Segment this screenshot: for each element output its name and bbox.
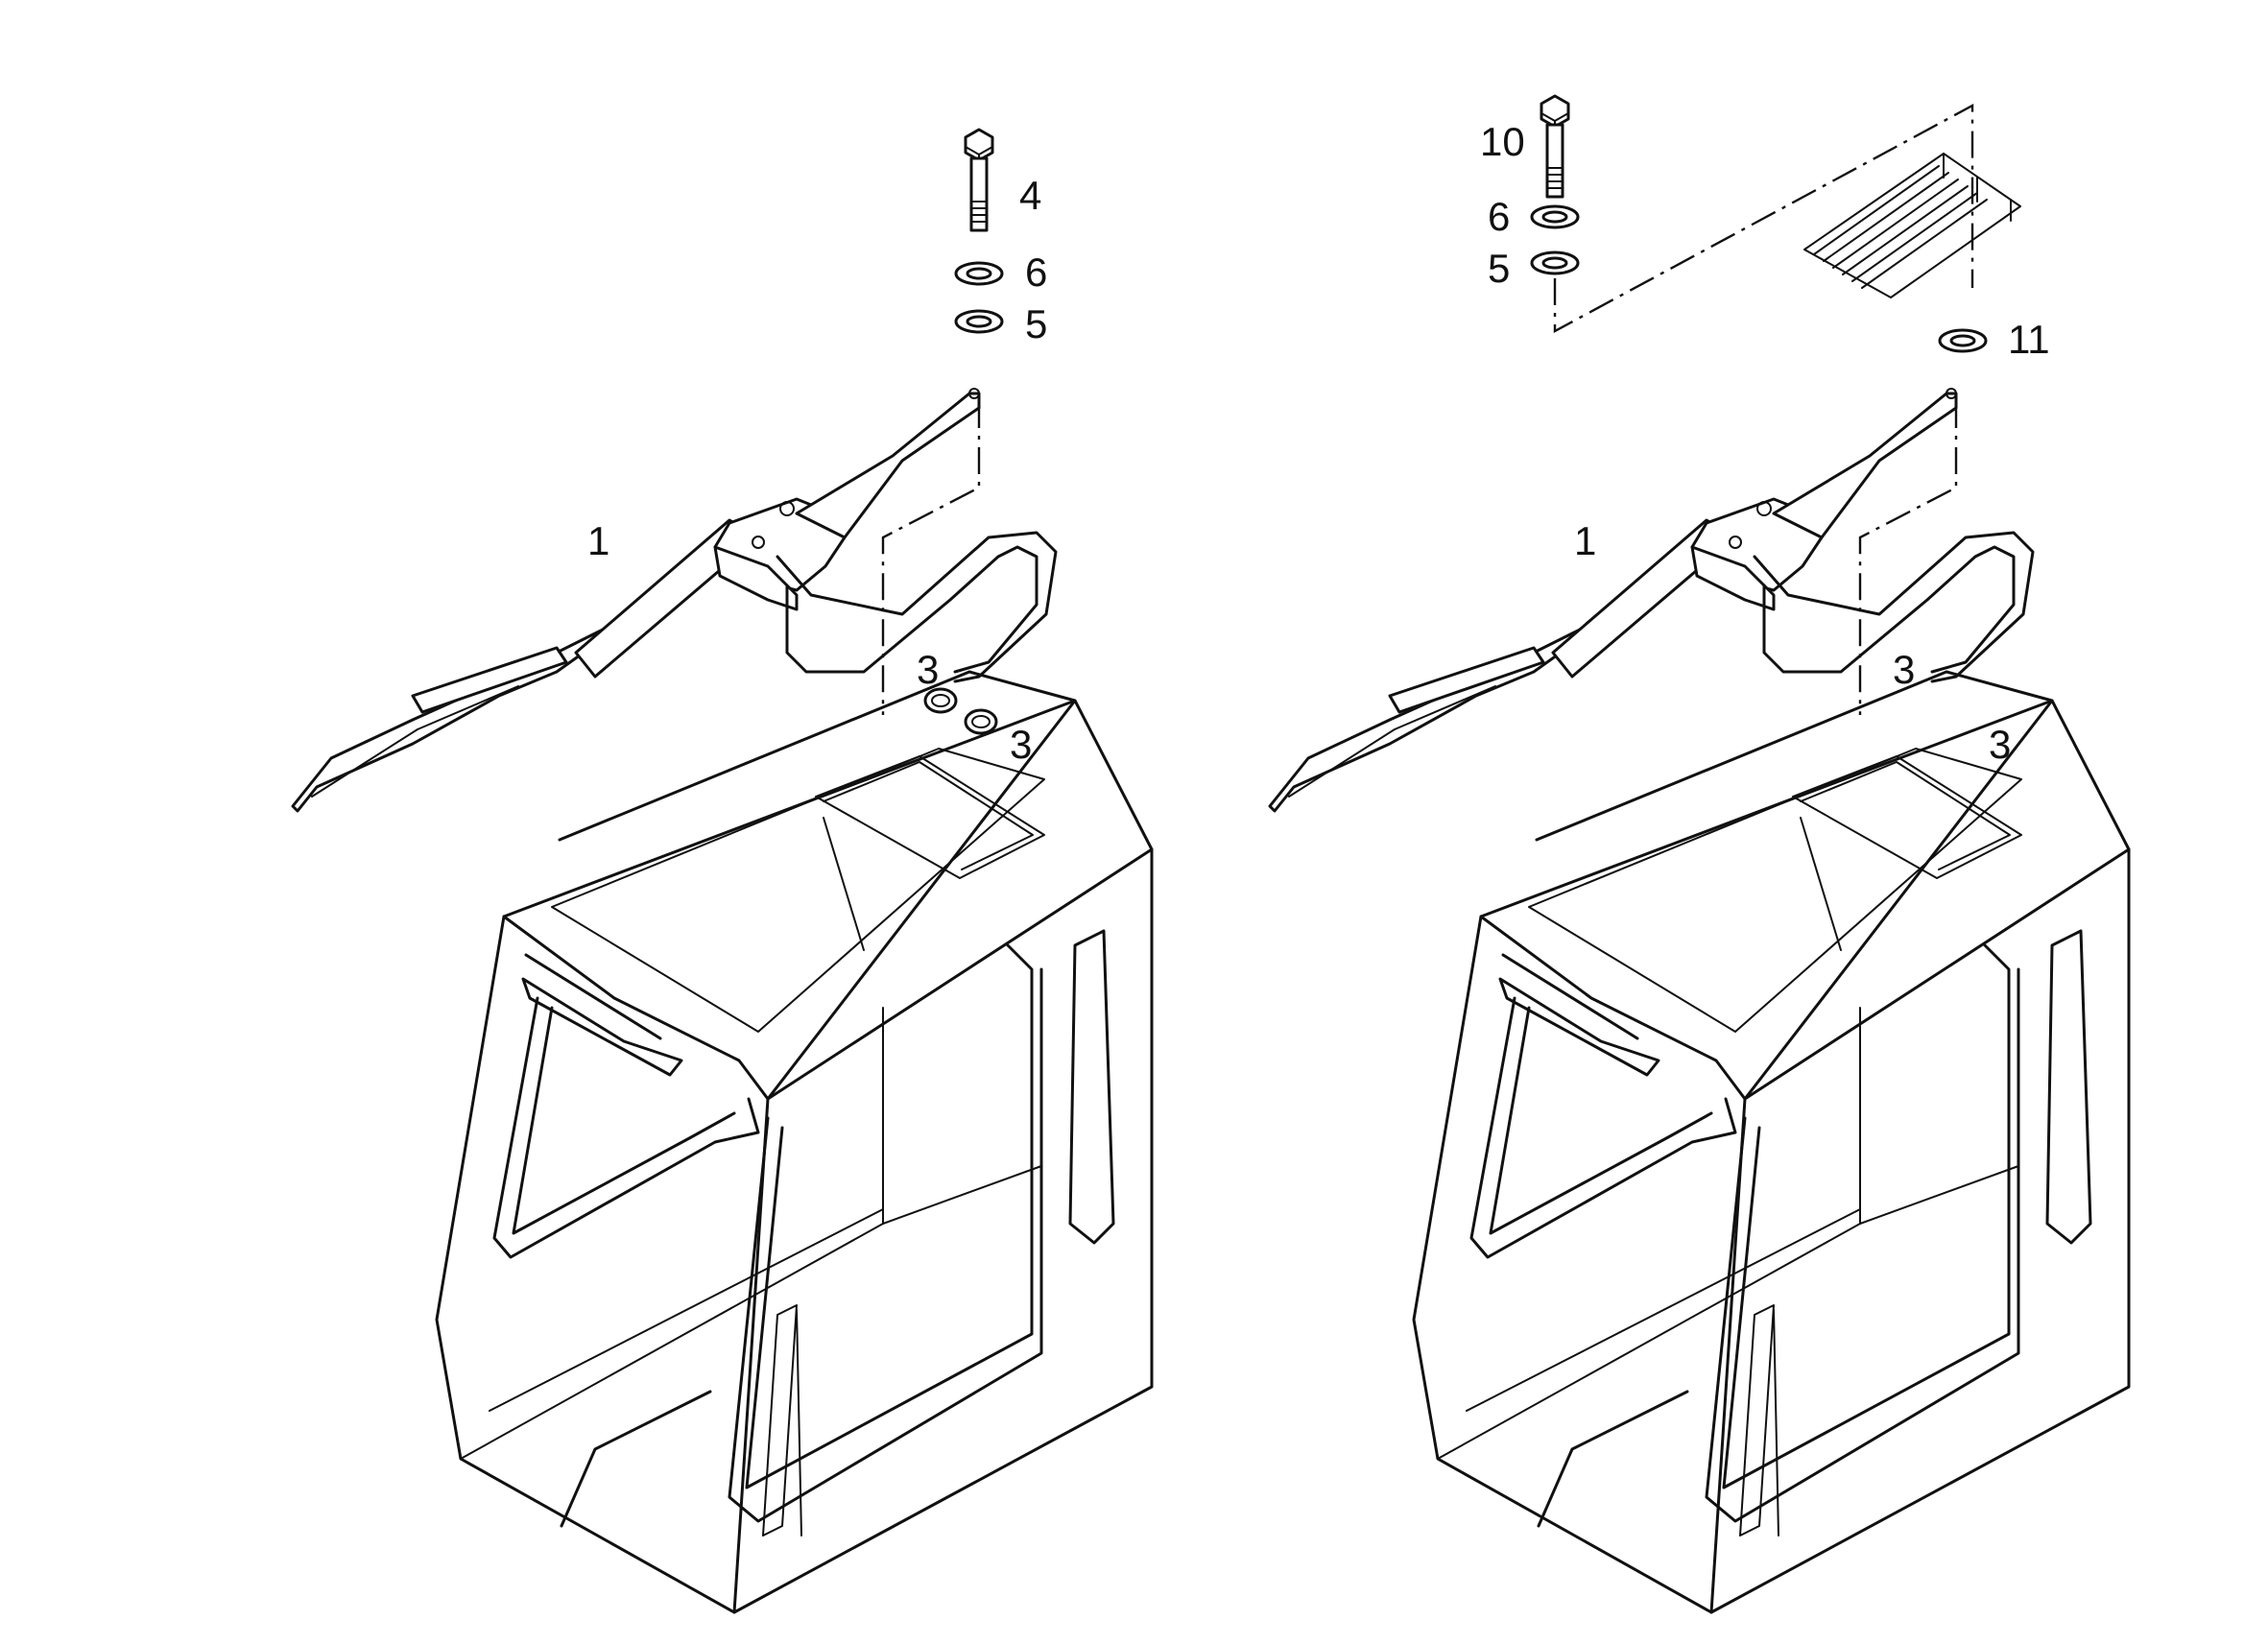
assembly-line-sunshade xyxy=(1553,103,1974,334)
callout-6-right: 6 xyxy=(1488,194,1510,239)
bolt-left xyxy=(964,128,994,232)
left-assembly: 1 3 3 4 6 5 xyxy=(291,128,1154,1614)
callout-3a-left: 3 xyxy=(917,647,939,692)
callout-5-left: 5 xyxy=(1025,301,1047,346)
callout-4: 4 xyxy=(1019,173,1041,218)
wiper-arm-left xyxy=(291,387,1058,813)
callout-1-right: 1 xyxy=(1574,518,1596,563)
washer-lower-left xyxy=(954,309,1004,334)
callout-3a-right: 3 xyxy=(1893,647,1915,692)
sunshade-panel xyxy=(1803,153,2021,298)
assembly-line-left xyxy=(881,401,981,715)
washer-upper-right xyxy=(1530,204,1580,229)
callout-11: 11 xyxy=(2008,317,2050,362)
bolt-right xyxy=(1540,94,1570,199)
assembly-line-right xyxy=(1858,401,1958,715)
callout-6-left: 6 xyxy=(1025,250,1047,295)
callout-3b-left: 3 xyxy=(1010,722,1032,767)
cab-right xyxy=(1412,670,2131,1614)
washer-lower-right xyxy=(1530,250,1580,275)
grommet-a-left xyxy=(923,687,958,714)
wiper-arm-right xyxy=(1268,387,2035,813)
spacer-right xyxy=(1938,328,1988,353)
callout-5-right: 5 xyxy=(1488,246,1510,291)
washer-upper-left xyxy=(954,261,1004,286)
cab-left xyxy=(435,670,1154,1614)
callout-1-left: 1 xyxy=(587,518,609,563)
callout-10: 10 xyxy=(1480,119,1525,164)
callout-3b-right: 3 xyxy=(1989,722,2011,767)
grommet-b-left xyxy=(964,708,998,735)
right-assembly: 1 3 3 10 6 5 11 xyxy=(1268,94,2131,1614)
